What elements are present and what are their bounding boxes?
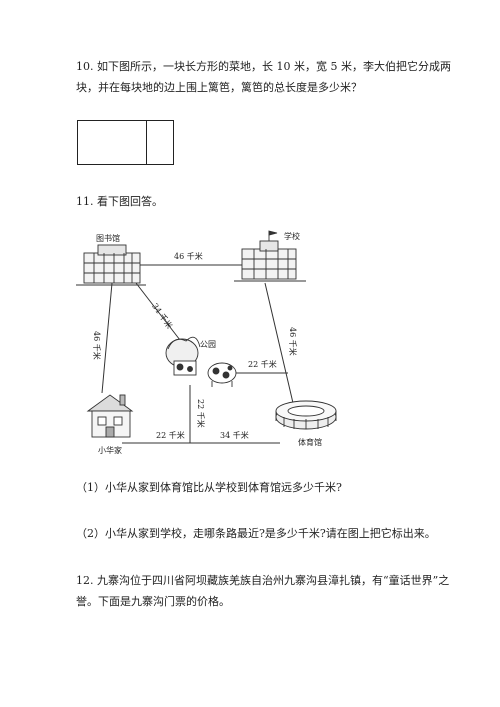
distance-library-school: 46 千米	[174, 251, 203, 261]
vegetable-field-figure	[77, 120, 174, 165]
label-home: 小华家	[98, 445, 122, 455]
question-11-sub2: （2）小华从家到学校，走哪条路最近?是多少千米?请在图上把它标出来。	[76, 527, 436, 540]
label-library: 图书馆	[96, 233, 120, 243]
distance-park-down: 22 千米	[196, 399, 206, 428]
park-icon	[165, 336, 237, 387]
question-12-line1: 12. 九寨沟位于四川省阿坝藏族羌族自治州九寨沟县漳扎镇，有“童话世界”之	[76, 574, 450, 587]
distance-park-junction: 22 千米	[248, 359, 277, 369]
question-11: 11. 看下图回答。	[76, 191, 456, 212]
home-building-icon	[86, 394, 134, 438]
road-school-gym	[264, 282, 294, 404]
question-11-title: 11. 看下图回答。	[76, 195, 163, 208]
question-12: 12. 九寨沟位于四川省阿坝藏族羌族自治州九寨沟县漳扎镇，有“童话世界”之 誉。…	[76, 570, 456, 612]
library-building-icon	[76, 244, 146, 286]
question-10: 10. 如下图所示，一块长方形的菜地，长 10 米，宽 5 米，李大伯把它分成两…	[76, 56, 456, 98]
distance-bottom-gym: 34 千米	[220, 430, 249, 440]
distance-school-gym: 46 千米	[288, 327, 298, 356]
field-divider-line	[146, 121, 147, 164]
question-10-line2: 块，并在每块地的边上围上篱笆，篱笆的总长度是多少米？	[76, 81, 362, 94]
school-building-icon	[234, 230, 306, 282]
label-school: 学校	[284, 231, 300, 241]
route-map: 图书馆 学校 公园 小华家	[76, 230, 337, 455]
distance-library-home: 46 千米	[92, 331, 102, 360]
label-park: 公园	[200, 340, 216, 349]
question-11-sub1: （1）小华从家到体育馆比从学校到体育馆远多少千米?	[76, 481, 342, 494]
gym-stadium-icon	[275, 400, 337, 430]
distance-home-bottom: 22 千米	[156, 430, 185, 440]
roads	[101, 264, 294, 444]
label-gym: 体育馆	[298, 437, 322, 447]
question-10-line1: 10. 如下图所示，一块长方形的菜地，长 10 米，宽 5 米，李大伯把它分成两	[76, 60, 451, 73]
distance-library-park: 34 千米	[150, 301, 175, 330]
road-library-home	[101, 282, 113, 394]
question-12-line2: 誉。下面是九寨沟门票的价格。	[76, 595, 230, 608]
